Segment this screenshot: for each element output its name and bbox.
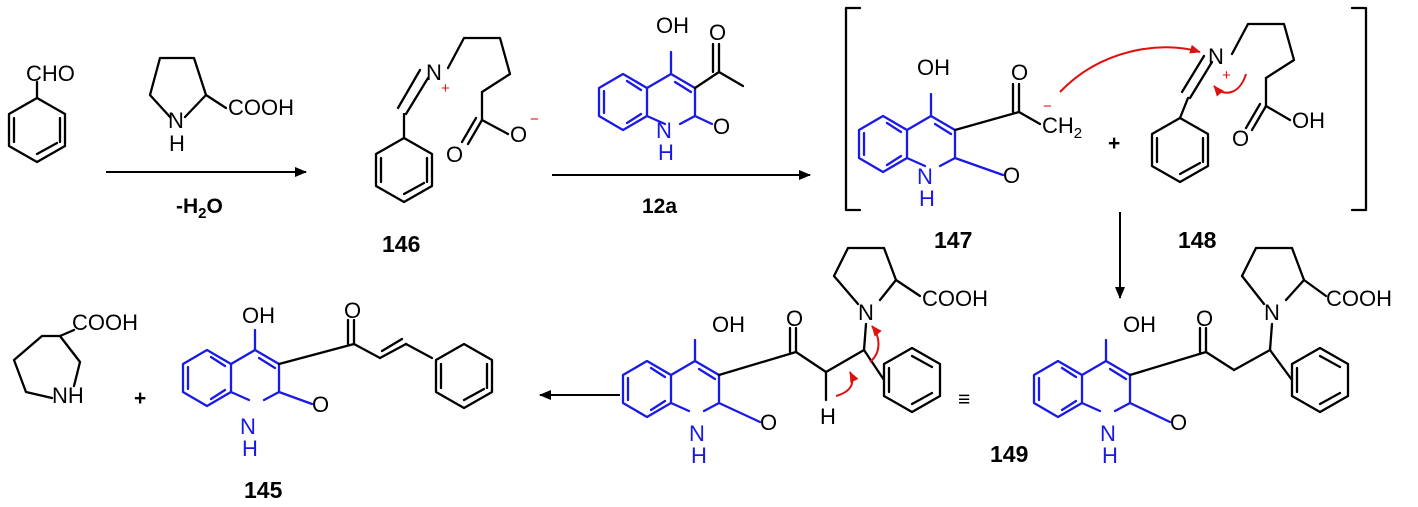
enone-o: O <box>344 298 361 323</box>
lactam-o: O <box>713 114 730 139</box>
nh-h: H <box>1102 443 1118 468</box>
plus-sign-top: + <box>1108 132 1120 155</box>
alpha-h: H <box>820 404 836 429</box>
equivalent-sign: ≡ <box>958 388 970 411</box>
label-146: 146 <box>382 231 420 257</box>
iminium-n: N <box>1208 44 1224 69</box>
amine-n: N <box>858 300 874 325</box>
reagent-12a-quinolinone: OH O O N H <box>597 13 745 165</box>
label-149: 149 <box>990 441 1028 467</box>
benzaldehyde: CHO <box>7 61 75 164</box>
plus-charge: + <box>1222 67 1231 84</box>
proline-reagent: N H COOH <box>148 56 294 156</box>
nh-h-label: H <box>169 131 185 156</box>
oh-group: OH <box>242 303 275 328</box>
label-147: 147 <box>934 227 972 253</box>
reagent-minus-water: -H2O <box>176 195 223 222</box>
intermediate-149-elimination: OH O O H N COOH N H <box>621 246 988 468</box>
electron-flow-arrow <box>1059 44 1201 93</box>
amine-n: N <box>1264 300 1280 325</box>
oh-group: OH <box>656 13 689 38</box>
cho-group: CHO <box>26 61 75 86</box>
oh-group: OH <box>712 312 745 337</box>
nh-h: H <box>658 140 674 165</box>
carbonyl-o: O <box>1011 60 1028 85</box>
lactam-o: O <box>1170 410 1187 435</box>
iminium-n: N <box>426 60 442 85</box>
electron-flow-cn-cleavage <box>869 325 882 363</box>
nh-h: H <box>919 186 935 211</box>
lactam-o: O <box>760 410 777 435</box>
minus-charge: − <box>530 111 539 128</box>
plus-charge: + <box>441 80 450 97</box>
nh-n: N <box>656 118 672 143</box>
carbonyl-o: O <box>446 142 463 167</box>
nh-n: N <box>917 164 933 189</box>
nh-label: N <box>168 108 184 133</box>
bracket-left <box>844 6 862 212</box>
free-proline: COOH NH <box>12 310 138 408</box>
electron-flow-elimination <box>835 371 859 397</box>
carboxylate-o: O <box>510 122 527 147</box>
label-145: 145 <box>244 477 283 503</box>
nh-h: H <box>691 443 707 468</box>
acetyl-o: O <box>709 20 726 45</box>
nh-n: N <box>240 414 256 439</box>
lactam-o: O <box>1003 163 1020 188</box>
compound-145-chalcone: OH O O N H <box>181 298 494 461</box>
lactam-o: O <box>312 392 329 417</box>
hydroxyl-oh: OH <box>1292 108 1325 133</box>
nh-group: NH <box>52 383 84 408</box>
electron-flow-arrow-small <box>1213 73 1247 97</box>
ketone-o: O <box>786 306 803 331</box>
cooh-group: COOH <box>228 95 294 120</box>
nh-n: N <box>689 421 705 446</box>
reagent-12a-label: 12a <box>642 195 677 218</box>
nh-h: H <box>242 436 258 461</box>
compound-148-iminium: N + O OH <box>1150 22 1325 184</box>
carbonyl-o: O <box>1232 126 1249 151</box>
ketone-o: O <box>1196 306 1213 331</box>
plus-sign-bottom: + <box>134 387 146 410</box>
compound-147-enolate: OH O CH2 − O N H <box>857 55 1082 211</box>
oh-group: OH <box>917 55 950 80</box>
bracket-right <box>1350 6 1368 212</box>
carbanion-minus: − <box>1043 98 1052 115</box>
compound-146-iminium-ylide: N + O O − <box>374 36 539 204</box>
oh-group: OH <box>1123 312 1156 337</box>
label-148: 148 <box>1178 227 1217 253</box>
compound-149-mannich-base: OH O O N COOH N H <box>1032 246 1392 468</box>
cooh-group: COOH <box>1326 286 1392 311</box>
nh-n: N <box>1100 421 1116 446</box>
ch2-group: CH2 <box>1042 113 1082 142</box>
cooh-group: COOH <box>922 286 988 311</box>
cooh-group: COOH <box>72 310 138 335</box>
